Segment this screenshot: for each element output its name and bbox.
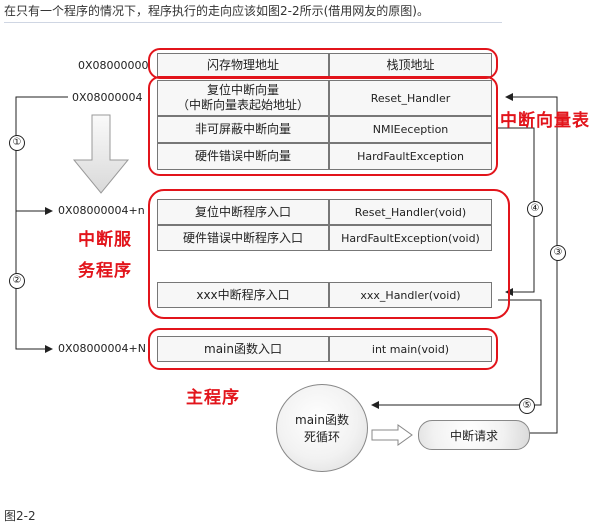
arrow-step-3: [505, 93, 558, 434]
vector-reset-cell: 复位中断向量 （中断向量表起始地址）: [157, 80, 329, 116]
hollow-right-arrow: [371, 424, 413, 446]
address-main: 0X08000004+N: [58, 342, 146, 355]
step-5-marker: ⑤: [519, 398, 535, 414]
intro-caption: 在只有一个程序的情况下，程序执行的走向应该如图2-2所示(借用网友的原图)。: [4, 4, 429, 18]
red-box-main: [148, 328, 498, 370]
label-vector-table: 中断向量表: [500, 111, 590, 131]
label-main-program: 主程序: [186, 388, 240, 408]
label-isr-line1: 中断服: [78, 230, 132, 250]
header-flash-address-cell: 闪存物理地址: [157, 53, 329, 77]
step-1-marker: ①: [9, 135, 25, 151]
red-box-isr: [148, 189, 510, 319]
step-2-marker: ②: [9, 273, 25, 289]
arrow-step-2: [15, 211, 53, 353]
address-vector-table: 0X08000004: [72, 91, 143, 104]
red-box-header: [148, 48, 498, 79]
vector-hardfault-cell: 硬件错误中断向量: [157, 143, 329, 170]
arrow-step-5: [371, 299, 542, 409]
step-3-marker: ③: [550, 245, 566, 261]
main-loop-line2: 死循环: [303, 430, 340, 444]
label-isr-line2: 务程序: [78, 261, 132, 281]
address-isr: 0X08000004+n: [58, 204, 145, 217]
vector-nmi-cell: 非可屏蔽中断向量: [157, 116, 329, 143]
main-loop-line1: main函数: [295, 413, 349, 427]
red-box-vector-table: [148, 76, 498, 176]
isr-reset-entry-cell: 复位中断程序入口: [157, 199, 329, 225]
main-entry-cell: main函数入口: [157, 336, 329, 362]
step-4-marker: ④: [527, 201, 543, 217]
interrupt-request-bubble: 中断请求: [418, 420, 530, 450]
big-down-arrow: [72, 114, 130, 194]
arrow-step-1: [15, 96, 68, 215]
figure-label: 图2-2: [4, 509, 36, 523]
separator-line: [4, 22, 502, 23]
vector-hardfault-handler-cell: HardFaultException: [329, 143, 492, 170]
main-loop-bubble: main函数 死循环: [276, 384, 368, 472]
isr-hardfault-handler-cell: HardFaultException(void): [329, 225, 492, 251]
isr-xxx-entry-cell: xxx中断程序入口: [157, 282, 329, 308]
vector-reset-handler-cell: Reset_Handler: [329, 80, 492, 116]
isr-reset-handler-cell: Reset_Handler(void): [329, 199, 492, 225]
isr-xxx-handler-cell: xxx_Handler(void): [329, 282, 492, 308]
isr-hardfault-entry-cell: 硬件错误中断程序入口: [157, 225, 329, 251]
vector-nmi-handler-cell: NMIEeception: [329, 116, 492, 143]
main-function-cell: int main(void): [329, 336, 492, 362]
address-flash-start: 0X08000000: [78, 59, 149, 72]
